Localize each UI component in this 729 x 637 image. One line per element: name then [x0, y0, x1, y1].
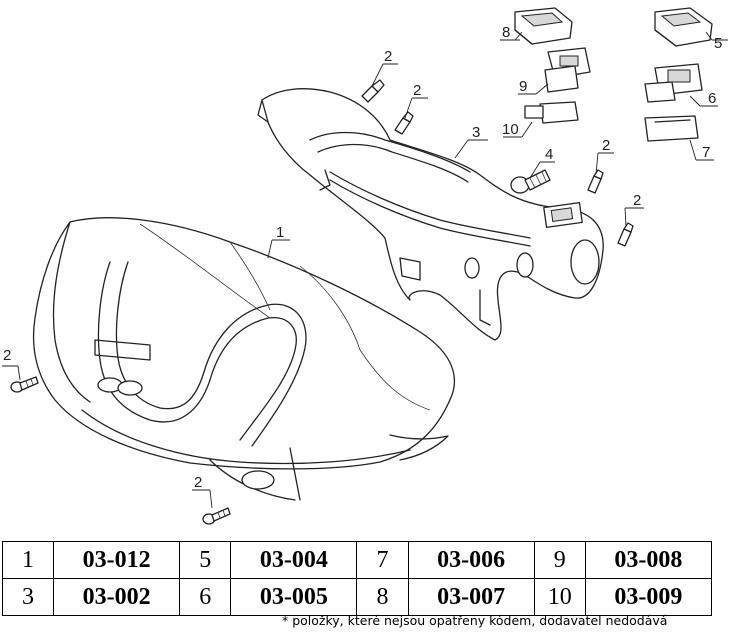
table-row: 3 03-002 6 03-005 8 03-007 10 03-009: [1, 578, 713, 616]
footnote: * položky, které nejsou opatřeny kódem, …: [282, 613, 668, 628]
part-4-bolt: [510, 169, 551, 194]
callout-9: 9: [519, 78, 527, 95]
part-code: 03-005: [230, 578, 358, 616]
callout-labels: 2 2 3 4 2 2 1 2 2 8 5 9 6 10 7: [3, 24, 722, 491]
part-8-switch-cap: [514, 7, 573, 45]
part-1-front-cover: [32, 217, 456, 501]
part-6-switch-body: [644, 63, 703, 103]
part-5-switch-cap: [654, 7, 713, 47]
part-code: 03-002: [53, 578, 181, 616]
callout-1: 1: [276, 224, 284, 241]
callout-8: 8: [502, 24, 510, 41]
callout-2d: 2: [633, 192, 641, 209]
callout-5: 5: [714, 35, 722, 52]
screw-2c: [587, 169, 604, 194]
callout-2f: 2: [194, 474, 202, 491]
part-code: 03-012: [53, 541, 181, 579]
part-10-button: [524, 101, 579, 124]
screw-2a: [361, 79, 385, 103]
exploded-parts-diagram: 2 2 3 4 2 2 1 2 2 8 5 9 6 10 7: [2, 7, 728, 525]
part-code: 03-009: [584, 578, 713, 616]
screw-2e: [10, 376, 39, 393]
callout-2b: 2: [413, 82, 421, 99]
part-code: 03-004: [230, 541, 358, 579]
callout-2e: 2: [3, 347, 11, 364]
part-code: 03-006: [407, 541, 535, 579]
parts-code-table: 1 03-012 5 03-004 7 03-006 9 03-008 3 03…: [1, 541, 713, 616]
callout-2c: 2: [602, 137, 610, 154]
part-number: 3: [1, 578, 55, 616]
screw-2d: [617, 222, 634, 247]
callout-4: 4: [545, 146, 553, 163]
callout-2a: 2: [384, 48, 392, 65]
screw-2b: [394, 111, 414, 135]
part-number: 1: [1, 541, 55, 579]
part-9-switch-body: [544, 47, 591, 93]
part-number: 6: [179, 578, 232, 616]
part-number: 9: [533, 541, 586, 579]
part-3-rear-housing: [257, 88, 604, 341]
callout-3: 3: [472, 124, 480, 141]
table-row: 1 03-012 5 03-004 7 03-006 9 03-008: [1, 541, 713, 579]
part-7-button: [644, 115, 699, 142]
part-code: 03-007: [407, 578, 535, 616]
part-number: 10: [533, 578, 586, 616]
callout-6: 6: [708, 90, 716, 107]
part-number: 7: [356, 541, 409, 579]
part-number: 8: [356, 578, 409, 616]
part-code: 03-008: [584, 541, 713, 579]
leader-lines: [2, 31, 728, 509]
callout-10: 10: [502, 121, 519, 138]
part-number: 5: [179, 541, 232, 579]
callout-7: 7: [702, 144, 710, 161]
screw-2f: [202, 507, 231, 525]
